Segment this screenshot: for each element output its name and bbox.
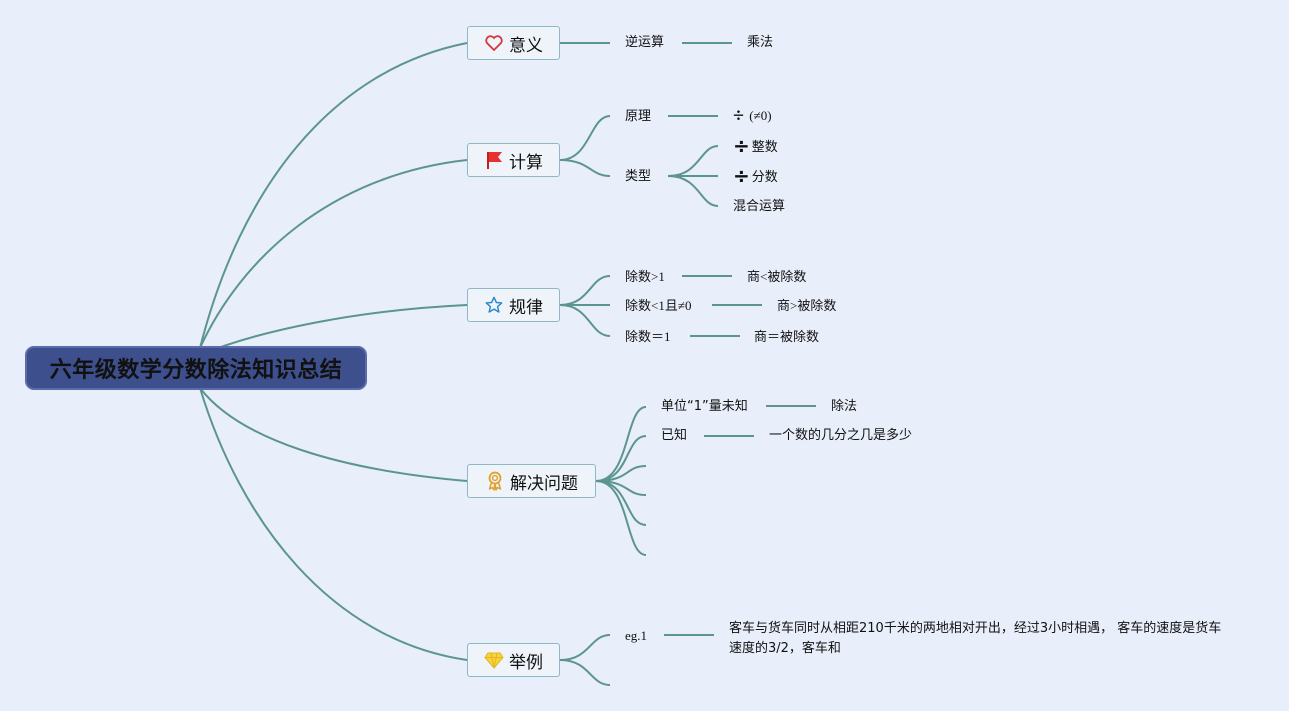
calc-principle-condition: (≠0): [749, 108, 772, 123]
rule-cond: 除数<1且≠0: [625, 298, 692, 313]
problem-cond: 单位“1”量未知: [661, 399, 748, 414]
branch-meaning-label: 意义: [509, 35, 543, 56]
branch-examples-label: 举例: [509, 652, 543, 673]
star-icon: [484, 295, 504, 315]
calc-type-fraction-label: 分数: [751, 170, 778, 185]
example-text: 客车与货车同时从相距210千米的两地相对开出，经过3小时相遇， 客车的速度是货车…: [729, 621, 1222, 656]
calc-type-mixed: 混合运算: [733, 199, 786, 214]
divide-symbol: ÷: [733, 164, 750, 188]
rule-result: 商＝被除数: [754, 329, 820, 344]
root-topic[interactable]: 六年级数学分数除法知识总结: [25, 346, 367, 390]
problem-cond: 已知: [661, 428, 688, 443]
diamond-icon: [484, 650, 504, 670]
meaning-multiply: 乘法: [747, 35, 774, 50]
calc-type-fraction: ÷分数: [733, 166, 778, 186]
rule-cond: 除数>1: [625, 269, 665, 284]
branch-rules-label: 规律: [509, 297, 543, 318]
root-title: 六年级数学分数除法知识总结: [49, 358, 343, 383]
problem-result: 一个数的几分之几是多少: [769, 428, 913, 443]
calc-principle: 原理: [625, 109, 652, 124]
branch-calc[interactable]: 计算: [467, 143, 560, 177]
rule-result: 商<被除数: [747, 269, 807, 284]
calc-type-integer-label: 整数: [751, 140, 778, 155]
flag-icon: [484, 150, 504, 170]
divide-symbol: ÷: [733, 105, 744, 127]
divide-symbol: ÷: [733, 134, 750, 158]
branch-meaning[interactable]: 意义: [467, 26, 560, 60]
branch-calc-label: 计算: [509, 152, 543, 173]
calc-types: 类型: [625, 169, 652, 184]
branch-problems[interactable]: 解决问题: [467, 464, 596, 498]
rule-cond: 除数＝1: [625, 329, 671, 344]
calc-principle-value: ÷ (≠0): [733, 105, 772, 127]
award-icon: [485, 471, 505, 491]
branch-problems-label: 解决问题: [510, 473, 578, 494]
heart-icon: [484, 33, 504, 53]
branch-rules[interactable]: 规律: [467, 288, 560, 322]
example-label: eg.1: [625, 628, 648, 643]
branch-examples[interactable]: 举例: [467, 643, 560, 677]
problem-result: 除法: [831, 399, 858, 414]
calc-type-integer: ÷整数: [733, 136, 778, 156]
meaning-inverse: 逆运算: [625, 35, 665, 50]
rule-result: 商>被除数: [777, 298, 837, 313]
